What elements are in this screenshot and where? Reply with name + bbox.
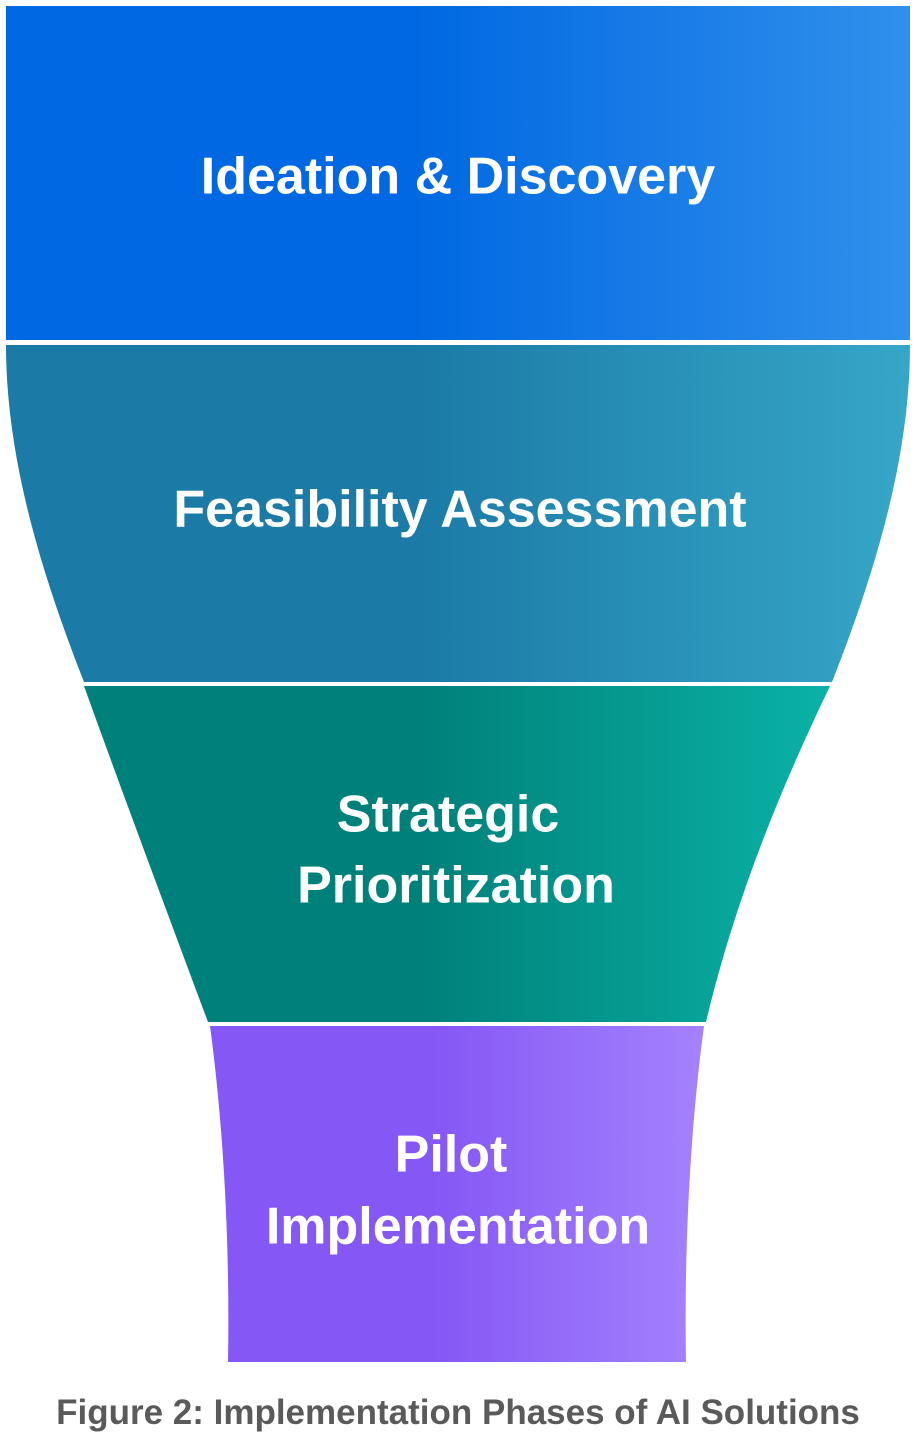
funnel-stage-strategic-prioritization: Strategic Prioritization <box>84 686 830 1022</box>
stage-label-ideation-discovery: Ideation & Discovery <box>201 148 715 206</box>
stage-shape-strategic-prioritization <box>84 686 830 1022</box>
stage-shape-pilot-implementation <box>210 1026 704 1362</box>
stage-shape-ideation-discovery <box>6 6 910 340</box>
funnel-stage-pilot-implementation: Pilot Implementation <box>210 1026 704 1362</box>
figure-caption: Figure 2: Implementation Phases of AI So… <box>56 1393 860 1432</box>
funnel-stage-ideation-discovery: Ideation & Discovery <box>6 6 910 340</box>
funnel-diagram: Ideation & Discovery Feasibility Assessm… <box>6 6 910 1362</box>
stage-label-strategic-prioritization-line1: Strategic <box>337 786 560 844</box>
funnel-stage-feasibility-assessment: Feasibility Assessment <box>6 345 910 682</box>
stage-label-feasibility-assessment: Feasibility Assessment <box>173 481 746 539</box>
stage-label-strategic-prioritization-line2: Prioritization <box>297 857 615 915</box>
stage-shape-feasibility-assessment <box>6 345 910 682</box>
stage-label-pilot-implementation-line1: Pilot <box>395 1126 508 1184</box>
stage-label-pilot-implementation-line2: Implementation <box>266 1198 650 1256</box>
